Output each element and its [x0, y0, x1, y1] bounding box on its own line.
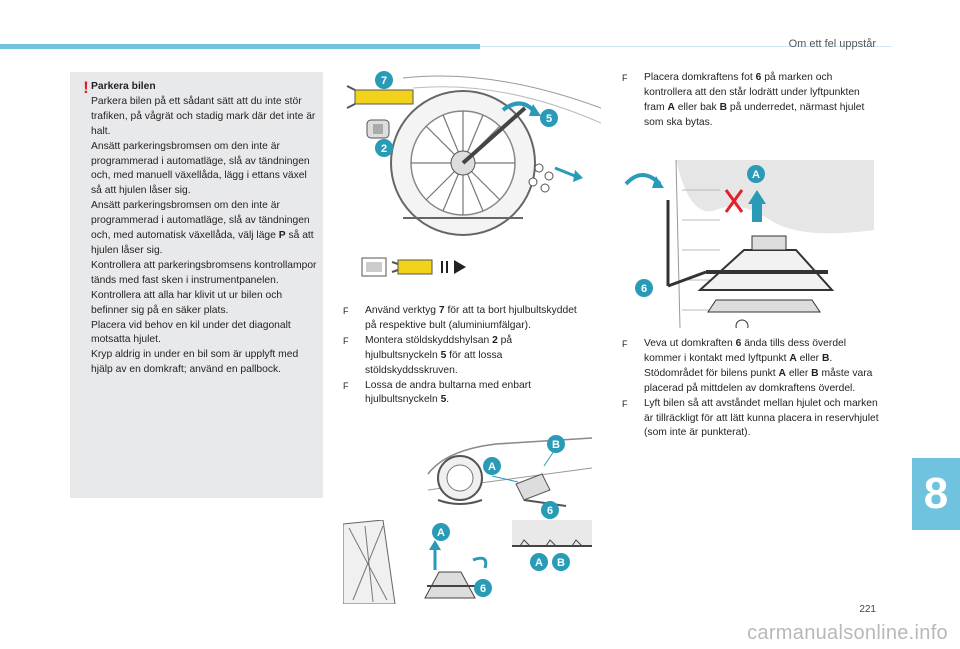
bullet-icon: F: [622, 339, 628, 349]
jack-6-badge: [474, 579, 492, 597]
warning-text: Parkera bilen Parkera bilen på ett sådan…: [91, 80, 319, 378]
jack-6-badge: [541, 501, 559, 519]
tool-7-badge: [375, 71, 393, 89]
warning-paragraph: Ansätt parkeringsbromsen om den inte är …: [91, 140, 310, 197]
warning-title: Parkera bilen: [91, 81, 156, 92]
list-item: F Lossa de andra bultarna med enbart hju…: [343, 379, 583, 409]
figure-wheel-bolts: 7 2 5: [343, 68, 601, 238]
warning-paragraph: Kontrollera att parkeringsbromsens kontr…: [91, 259, 317, 286]
figure-tool-insert: [358, 250, 473, 284]
car-lift-badges: A B 6: [483, 435, 565, 519]
figure-underbody-points: A B: [512, 520, 592, 572]
warning-paragraph: Kontrollera att alla har klivit ut ur bi…: [91, 289, 283, 316]
page-number: 221: [859, 604, 876, 615]
figure-car-lift-points: A B 6: [426, 428, 592, 520]
jack-6-label: 6: [641, 283, 647, 295]
warning-paragraph: Placera vid behov en kil under det diago…: [91, 319, 291, 346]
point-a-badge: [483, 457, 501, 475]
watermark: carmanualsonline.info: [747, 622, 948, 644]
car-lift-illustration: [427, 437, 592, 507]
bullet-icon: F: [343, 335, 349, 346]
point-a-label: A: [535, 557, 543, 569]
list-item: F Lyft bilen så att avståndet mellan hju…: [622, 397, 882, 442]
bullet-icon: F: [343, 306, 349, 316]
socket-2-badge: [375, 139, 393, 157]
bullet-icon: F: [622, 398, 628, 409]
wheel-badges: 7 2 5: [375, 71, 558, 157]
bullet-icon: F: [343, 380, 349, 391]
point-a-label: A: [488, 461, 496, 473]
list-item: F Veva ut domkraften 6 ända tills dess ö…: [622, 337, 882, 397]
warning-panel: [70, 72, 323, 498]
tool-7-label: 7: [381, 75, 387, 87]
point-a-label: A: [752, 169, 760, 181]
steps-column-2: F Använd verktyg 7 för att ta bort hjulb…: [343, 304, 583, 408]
point-b-label: B: [557, 557, 565, 569]
wrench-5-badge: [540, 109, 558, 127]
step-column-3-top: F Placera domkraftens fot 6 på marken oc…: [622, 71, 882, 131]
wrench-5-label: 5: [546, 113, 552, 125]
point-a-badge: [530, 553, 548, 571]
point-b-badge: [552, 553, 570, 571]
jack-wheel-badges: A 6: [432, 523, 492, 597]
jack-6-label: 6: [547, 505, 553, 517]
header-rule: [480, 46, 892, 47]
warning-paragraph: Ansätt parkeringsbromsen om den inte är …: [91, 200, 314, 256]
steps-column-3-bottom: F Veva ut domkraften 6 ända tills dess ö…: [622, 337, 882, 441]
underbody-illustration: [512, 520, 592, 547]
socket-2-label: 2: [381, 143, 387, 155]
point-a-label: A: [437, 527, 445, 539]
jack-closeup-illustration: [620, 160, 874, 328]
jack-closeup-badges: A 6: [635, 165, 765, 297]
point-b-label: B: [552, 439, 560, 451]
section-title: Om ett fel uppstår: [788, 38, 876, 50]
point-a-badge: [432, 523, 450, 541]
bullet-icon: F: [622, 73, 628, 83]
point-b-badge: [547, 435, 565, 453]
warning-paragraph: Kryp aldrig in under en bil som är upply…: [91, 349, 299, 376]
jack-6-label: 6: [480, 583, 486, 595]
tool-insert-illustration: [361, 257, 466, 277]
figure-jack-closeup: A 6: [620, 160, 874, 328]
list-item: F Montera stöldskyddshylsan 2 på hjulbul…: [343, 334, 583, 379]
figure-jack-wheel: A 6: [343, 520, 503, 604]
header-accent-bar: [0, 44, 480, 49]
chapter-tab: 8: [912, 458, 960, 530]
warning-paragraph: Parkera bilen på ett sådant sätt att du …: [91, 95, 316, 137]
underbody-badges: A B: [530, 553, 570, 571]
list-item: F Placera domkraftens fot 6 på marken oc…: [622, 71, 882, 131]
point-a-badge: [747, 165, 765, 183]
warning-icon: !: [83, 78, 89, 97]
jack-6-badge: [635, 279, 653, 297]
list-item: F Använd verktyg 7 för att ta bort hjulb…: [343, 304, 583, 334]
